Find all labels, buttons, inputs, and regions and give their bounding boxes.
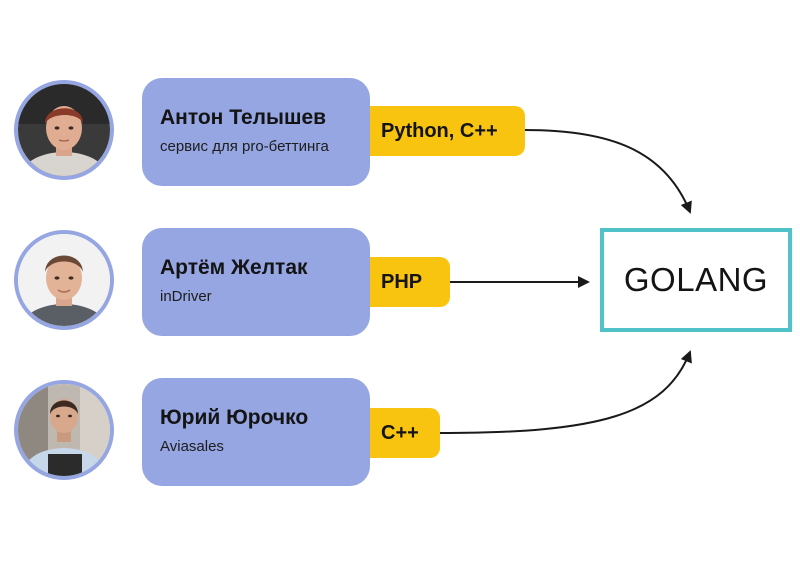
avatar-photo-anton-icon — [18, 84, 110, 176]
avatar-yuri — [14, 380, 114, 480]
person-card-artem: Артём Желтак inDriver — [142, 228, 370, 336]
avatar-anton — [14, 80, 114, 180]
avatar-artem — [14, 230, 114, 330]
language-tag-php: PHP — [370, 257, 450, 307]
person-name: Юрий Юрочко — [160, 406, 309, 429]
avatar-photo-artem-icon — [18, 234, 110, 326]
person-name: Артём Желтак — [160, 256, 308, 279]
person-company: Aviasales — [160, 438, 224, 455]
avatar-photo-yuri-icon — [18, 384, 110, 476]
language-tag-cpp: C++ — [370, 408, 440, 458]
person-card-yuri: Юрий Юрочко Aviasales — [142, 378, 370, 486]
person-company: сервис для pro-беттинга — [160, 138, 329, 155]
person-card-anton: Антон Телышев сервис для pro-беттинга — [142, 78, 370, 186]
language-tag-python-cpp: Python, C++ — [370, 106, 525, 156]
target-label: GOLANG — [623, 261, 769, 298]
person-name: Антон Телышев — [160, 106, 327, 129]
person-company: inDriver — [160, 288, 212, 305]
target-golang-box: GOLANG — [600, 228, 792, 332]
arrow-cpp-to-golang — [439, 350, 692, 434]
arrow-python-to-golang — [524, 129, 692, 214]
